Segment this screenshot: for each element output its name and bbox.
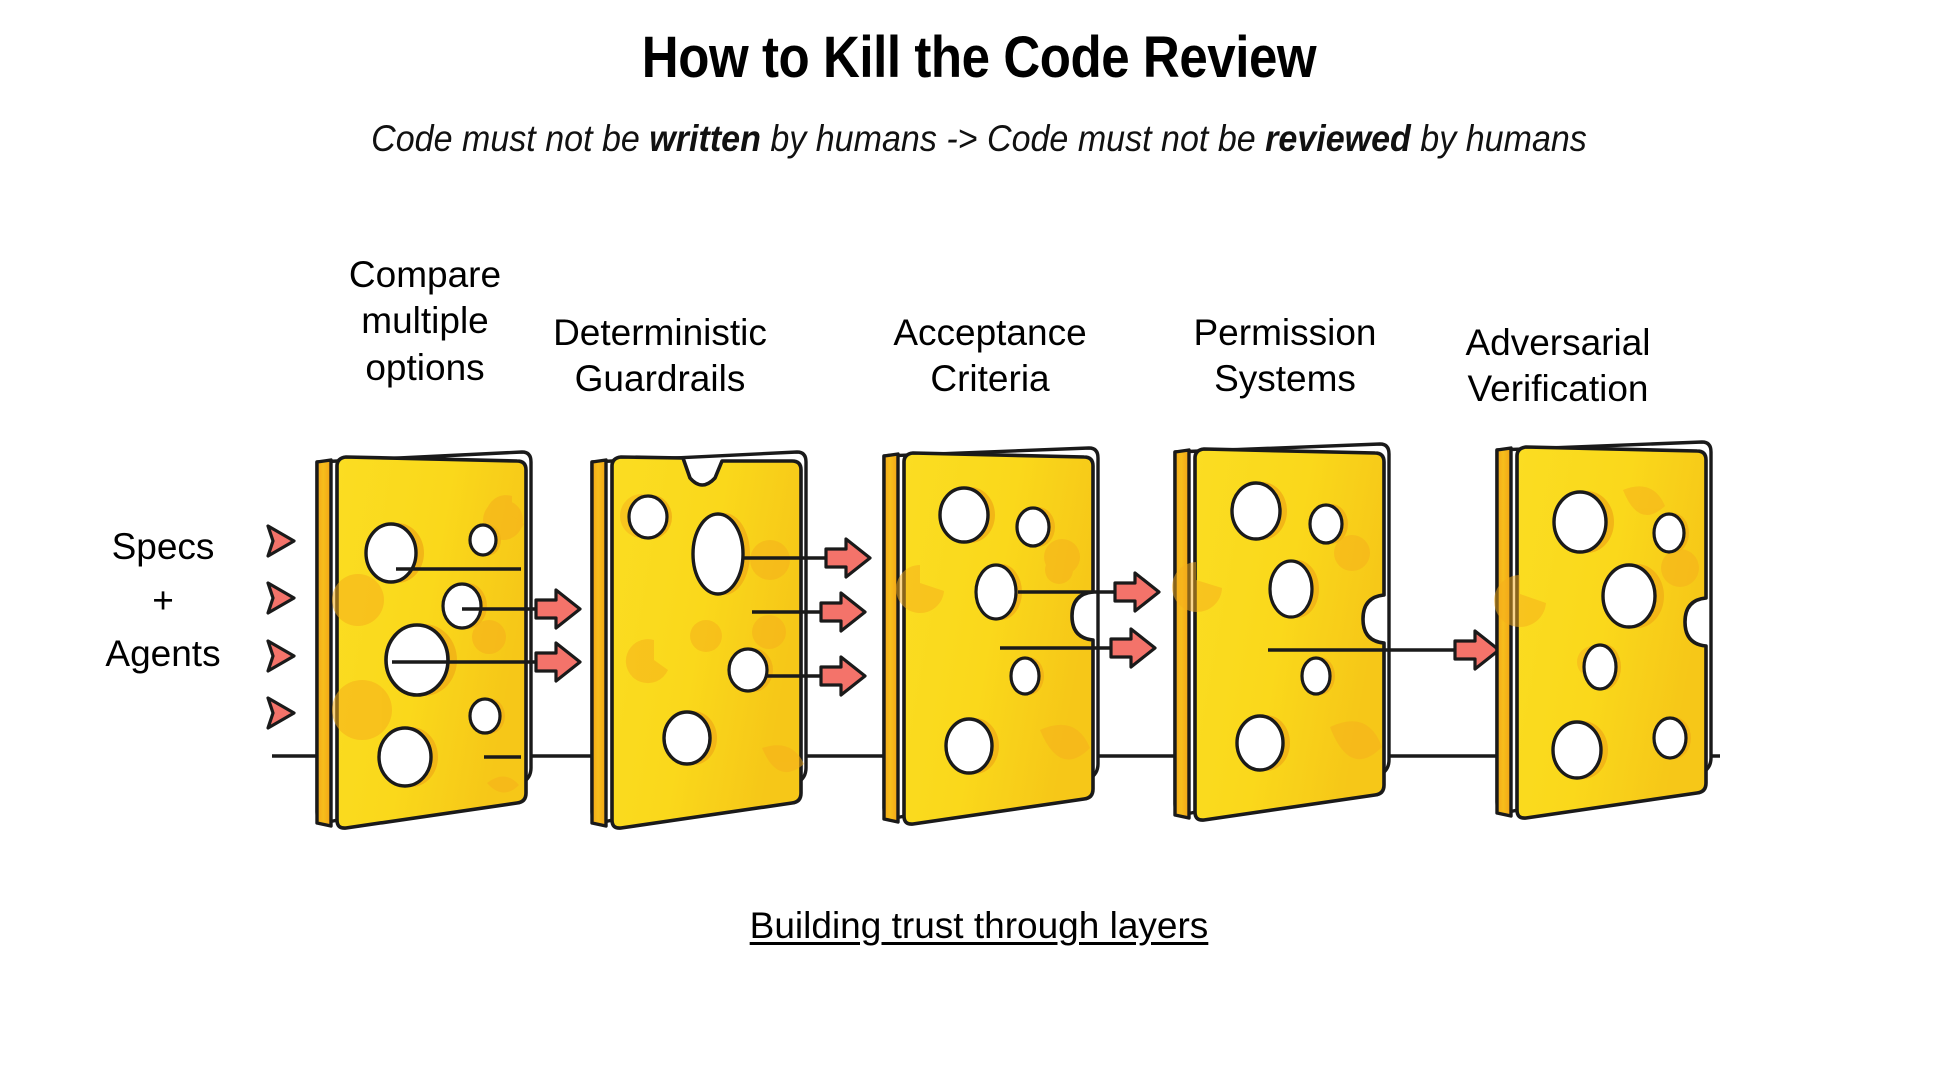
input-arrow-3 [266,639,296,673]
flow-arrow-2-3-a [824,537,872,579]
cheese-holes-3 [938,486,1055,775]
layer-label-adversarial-verification: Adversarial Verification [1465,322,1651,410]
diagram-caption: Building trust through layers [0,905,1958,947]
layer-label-compare-multiple-options: Compare multiple options [348,254,502,388]
caption-text: Building trust through layers [749,905,1209,946]
input-arrow-2 [266,581,296,615]
flow-arrow-3-4-b [1109,627,1157,669]
flow-arrow-2-3-c [819,655,867,697]
subtitle-bold-reviewed: reviewed [1265,118,1411,159]
cheese-layer-3[interactable] [882,446,1100,826]
cheese-layer-5[interactable] [1494,440,1713,820]
input-arrow-group [266,524,296,730]
input-label: Specs + Agents [58,520,268,681]
cheese-holes-1 [364,522,505,788]
cheese-layer-1[interactable] [315,450,533,830]
flow-arrow-2-3-b [819,591,867,633]
flow-arrow-1-2-a [534,588,582,630]
flow-arrow-1-2-b [534,641,582,683]
subtitle-part-3: by humans [1410,118,1587,159]
cheese-holes-4 [1230,481,1348,772]
cheese-holes-5 [1551,490,1691,780]
subtitle-bold-written: written [649,118,761,159]
input-arrow-1 [266,524,296,558]
cheese-layer-4[interactable] [1172,442,1391,822]
flow-arrow-3-4-a [1113,571,1161,613]
cheese-layer-2[interactable] [590,450,808,830]
layer-label-acceptance-criteria: Acceptance Criteria [893,312,1087,400]
cheese-holes-2 [627,494,773,766]
flow-arrows-layer2-to-layer3 [800,537,872,697]
cheese-texture-blobs-4 [1172,535,1382,760]
cheese-texture-blobs-3 [896,539,1090,760]
page-title: How to Kill the Code Review [641,25,1317,90]
input-arrow-4 [266,696,296,730]
page-subtitle: Code must not be written by humans -> Co… [78,118,1879,160]
input-label-line-agents: Agents [105,633,221,675]
flow-arrows-layer4-to-layer5 [1384,629,1501,671]
subtitle-part-1: Code must not be [371,118,650,159]
cheese-texture-blobs-1 [332,495,524,793]
input-label-line-specs: Specs [111,526,215,567]
flow-arrows-layer3-to-layer4 [1093,571,1161,669]
layer-label-permission-systems: Permission Systems [1193,312,1377,400]
input-label-line-plus: + [152,579,174,621]
subtitle-part-2: by humans -> Code must not be [760,118,1266,159]
flow-arrow-4-5-a [1453,629,1501,671]
layer-label-deterministic-guardrails: Deterministic Guardrails [553,312,767,400]
